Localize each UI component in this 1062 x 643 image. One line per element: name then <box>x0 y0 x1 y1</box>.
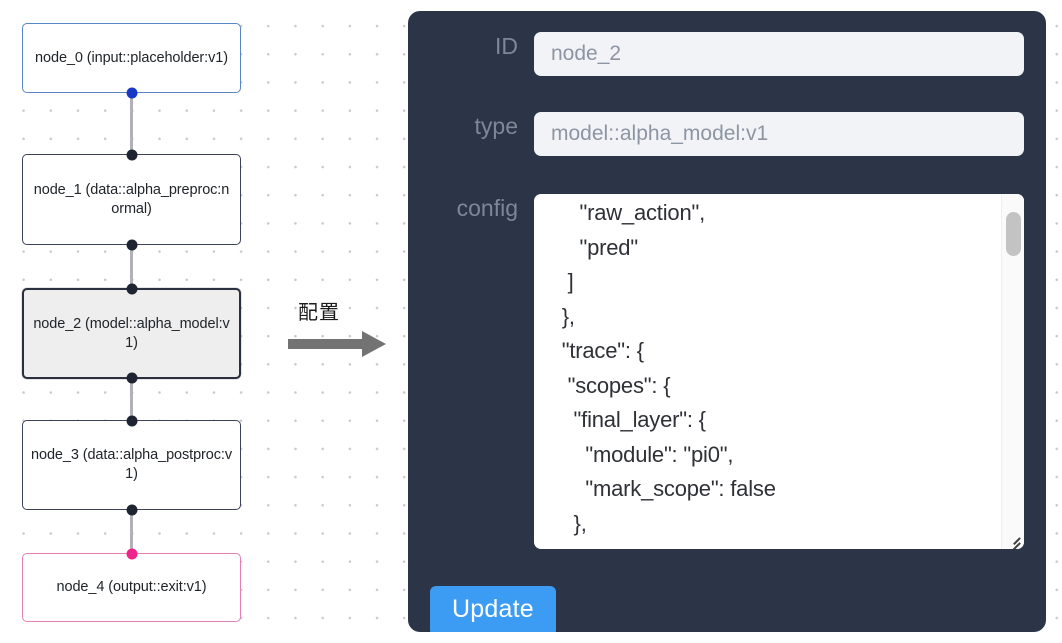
flow-node-node_0[interactable]: node_0 (input::placeholder:v1) <box>22 23 241 93</box>
flow-node-label: node_1 (data::alpha_preproc:normal) <box>33 181 230 217</box>
node-handle-node_0-source[interactable] <box>126 87 137 99</box>
config-scrollbar-thumb[interactable] <box>1006 212 1021 256</box>
flow-node-label: node_4 (output::exit:v1) <box>56 579 207 595</box>
id-field-row: ID <box>426 32 1024 76</box>
config-scrollbar[interactable] <box>1001 194 1024 549</box>
node-handle-node_2-source[interactable] <box>126 372 137 384</box>
config-textarea[interactable]: "raw_action", "pred" ] }, "trace": { "sc… <box>561 200 776 549</box>
flow-node-label: node_0 (input::placeholder:v1) <box>35 49 228 66</box>
edge-node2-node3 <box>130 377 133 421</box>
node-config-panel: ID type config "raw_action", "pred" ] },… <box>408 11 1046 632</box>
type-input[interactable] <box>534 112 1024 156</box>
node-handle-node_1-source[interactable] <box>126 239 137 251</box>
id-label: ID <box>495 33 518 59</box>
type-label: type <box>474 113 518 139</box>
resize-handle-icon[interactable] <box>1004 530 1022 549</box>
flow-node-label: node_3 (data::alpha_postproc:v1) <box>31 447 232 482</box>
node-handle-node_2-target[interactable] <box>126 283 137 295</box>
edge-node1-node2 <box>130 244 133 289</box>
flow-node-node_1[interactable]: node_1 (data::alpha_preproc:normal) <box>22 154 241 245</box>
node-handle-node_3-target[interactable] <box>126 415 137 427</box>
flow-node-label: node_2 (model::alpha_model:v1) <box>33 315 230 351</box>
config-field-row: config "raw_action", "pred" ] }, "trace"… <box>426 194 1024 549</box>
flow-node-node_3[interactable]: node_3 (data::alpha_postproc:v1) <box>22 420 241 510</box>
canvas-bottom-edge <box>0 634 1062 643</box>
update-button[interactable]: Update <box>430 586 556 632</box>
flow-node-node_4[interactable]: node_4 (output::exit:v1) <box>22 553 241 622</box>
flow-node-node_2[interactable]: node_2 (model::alpha_model:v1) <box>22 288 241 379</box>
right-arrow-icon <box>288 331 393 357</box>
config-textarea-wrapper[interactable]: "raw_action", "pred" ] }, "trace": { "sc… <box>534 194 1024 549</box>
node-handle-node_4-target[interactable] <box>126 548 137 560</box>
annotation-label: 配置 <box>298 300 340 324</box>
annotation-group: 配置 <box>288 296 393 357</box>
edge-node3-node4 <box>130 509 133 553</box>
id-input[interactable] <box>534 32 1024 76</box>
config-label: config <box>456 195 518 221</box>
node-handle-node_3-source[interactable] <box>126 504 137 516</box>
node-handle-node_1-target[interactable] <box>126 149 137 161</box>
edge-node0-node1 <box>130 92 133 158</box>
type-field-row: type <box>426 112 1024 156</box>
